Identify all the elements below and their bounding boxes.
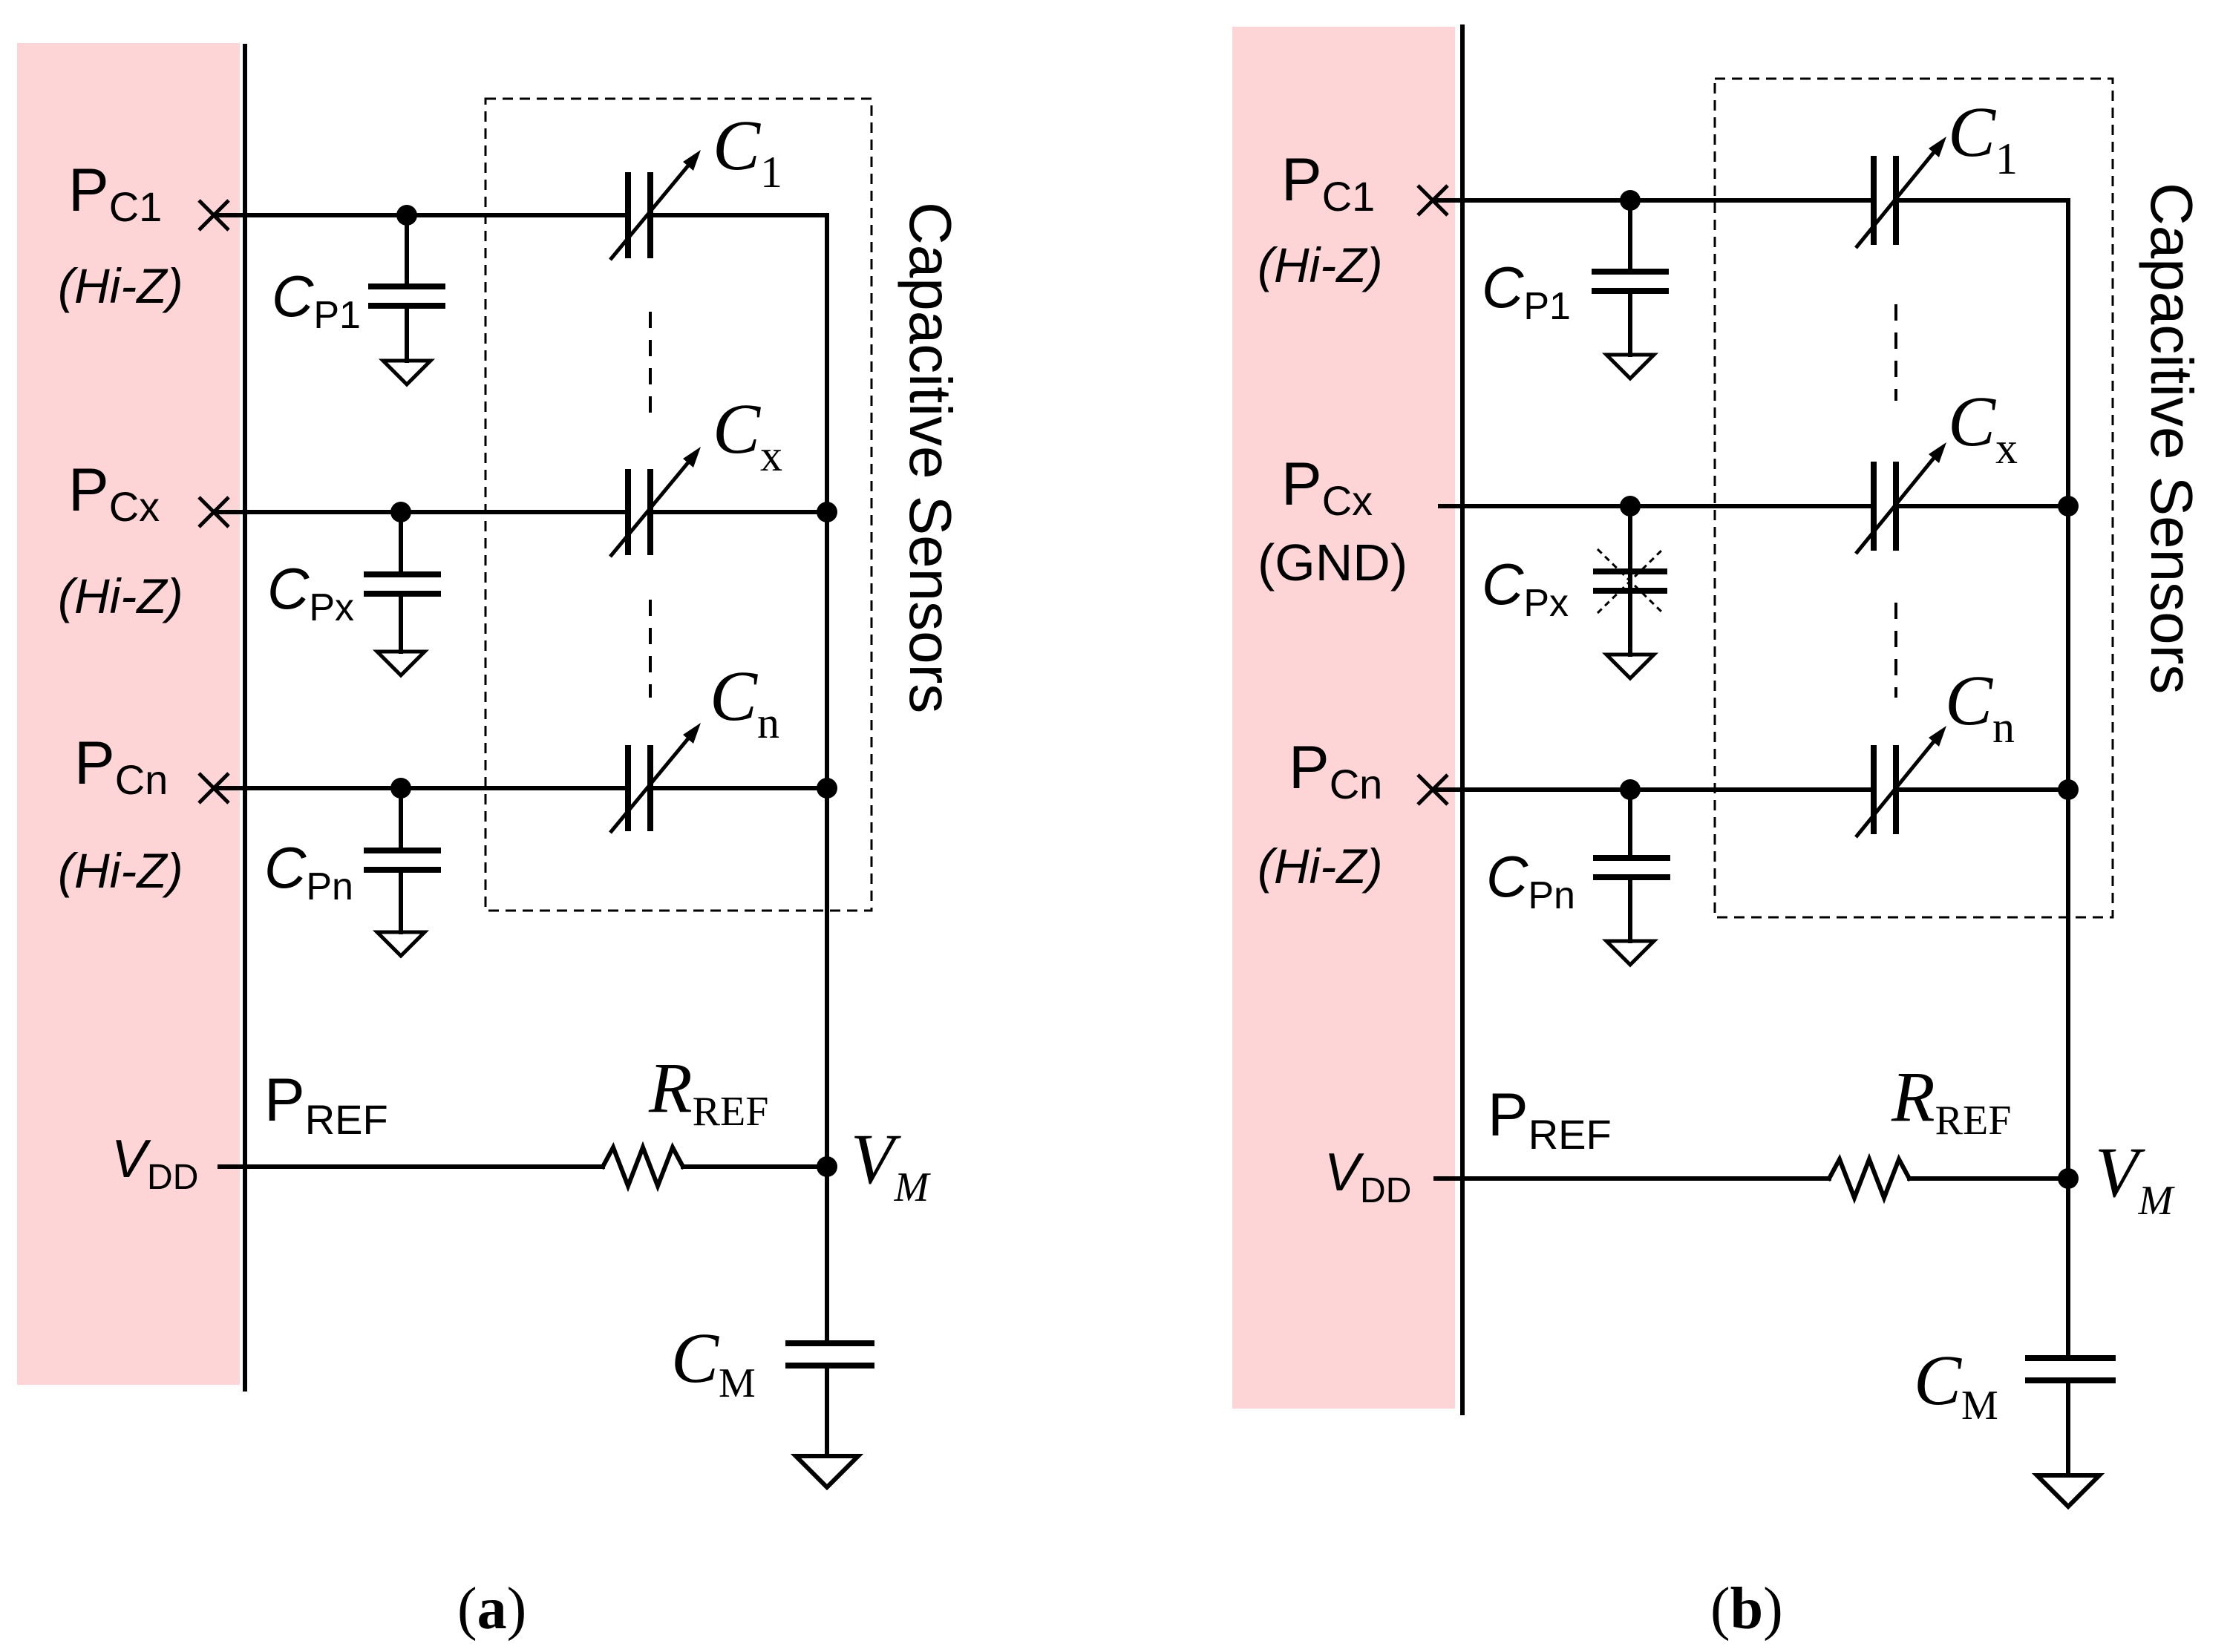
cm-label-b: CM — [1914, 1340, 1998, 1429]
variable-capacitor-icon — [1854, 726, 1946, 839]
parasitic-label-p1-b: CP1 — [1482, 255, 1571, 328]
capacitor-icon — [368, 213, 445, 363]
cm-label-a: CM — [671, 1318, 756, 1406]
ground-icon — [1601, 353, 1659, 381]
pin-state-cx-b: (GND) — [1258, 534, 1407, 591]
capacitor-icon — [1592, 198, 1669, 357]
row-cx-b: PCx (GND) CPx Cx — [1258, 381, 2079, 681]
caption-a: (a) — [457, 1576, 526, 1642]
sensor-label-c1-a: C1 — [713, 105, 782, 197]
row-cn-a: PCn (Hi-Z) CPn Cn — [58, 656, 837, 959]
pin-state-cn-b: (Hi-Z) — [1258, 839, 1383, 894]
variable-capacitor-icon — [609, 150, 701, 261]
reference-branch-a: PREF VDD RREF VM CM — [111, 1048, 932, 1491]
resistor-icon — [1825, 1153, 1913, 1204]
sensor-label-cn-a: Cn — [710, 656, 779, 747]
row-c1-a: PC1 (Hi-Z) CP1 C1 — [58, 105, 829, 1169]
row-cn-b: PCn (Hi-Z) CPn Cn — [1258, 661, 2079, 968]
capacitor-icon — [364, 510, 441, 654]
sensor-label-cn-b: Cn — [1945, 661, 2015, 752]
pin-label-cx-b: PCx — [1281, 450, 1373, 524]
ground-icon — [372, 930, 430, 959]
row-c1-b: PC1 (Hi-Z) CP1 C1 — [1258, 92, 2070, 1357]
vdd-label-a: VDD — [111, 1130, 198, 1197]
rref-label-a: RREF — [648, 1048, 768, 1135]
ground-icon — [790, 1454, 864, 1491]
panel-b: Capacitive Sensors — [1232, 24, 2205, 1642]
pin-state-cx-a: (Hi-Z) — [58, 568, 183, 623]
ground-icon — [2031, 1473, 2105, 1510]
ground-icon — [1601, 652, 1659, 681]
pref-label-a: PREF — [264, 1066, 388, 1143]
parasitic-label-px-a: CPx — [267, 556, 354, 629]
chip-region-a — [17, 43, 240, 1385]
sensor-box-label-b: Capacitive Sensors — [2139, 183, 2205, 694]
chip-region-b — [1232, 27, 1455, 1409]
variable-capacitor-icon — [1854, 137, 1946, 249]
parasitic-label-px-b: CPx — [1482, 551, 1569, 625]
sensor-box-label-a: Capacitive Sensors — [897, 202, 964, 713]
parasitic-label-pn-a: CPn — [264, 835, 353, 908]
variable-capacitor-icon — [1854, 442, 1946, 555]
caption-b: (b) — [1710, 1576, 1783, 1642]
rref-label-b: RREF — [1891, 1057, 2011, 1144]
ground-icon — [378, 358, 436, 387]
pin-label-c1-a: PC1 — [68, 157, 162, 230]
vm-label-b: VM — [2095, 1133, 2176, 1224]
pin-label-cx-a: PCx — [68, 456, 160, 530]
capacitor-icon — [364, 786, 441, 934]
panel-a: Capacitive Sensors — [17, 43, 964, 1642]
pref-label-b: PREF — [1488, 1081, 1612, 1158]
sensor-box-a — [484, 97, 873, 912]
variable-capacitor-icon — [609, 723, 701, 834]
variable-capacitor-icon — [609, 447, 701, 558]
capacitor-icon — [785, 1340, 874, 1458]
reference-branch-b: PREF VDD RREF VM CM — [1324, 1057, 2176, 1510]
parasitic-label-p1-a: CP1 — [272, 263, 361, 337]
pin-label-cn-a: PCn — [74, 730, 168, 803]
ground-icon — [372, 649, 430, 678]
parasitic-label-pn-b: CPn — [1486, 844, 1575, 917]
row-cx-a: PCx (Hi-Z) CPx Cx — [58, 389, 837, 678]
sensor-label-c1-b: C1 — [1948, 92, 2018, 183]
capacitor-icon — [2025, 1355, 2116, 1478]
pin-state-c1-a: (Hi-Z) — [58, 258, 183, 313]
resistor-icon — [599, 1141, 687, 1193]
pin-label-c1-b: PC1 — [1281, 146, 1375, 220]
sensor-label-cx-b: Cx — [1948, 381, 2018, 473]
pin-state-c1-b: (Hi-Z) — [1258, 237, 1383, 292]
vm-label-a: VM — [851, 1119, 932, 1210]
sensor-box-b — [1713, 77, 2114, 919]
vdd-label-b: VDD — [1324, 1143, 1411, 1210]
pin-label-cn-b: PCn — [1289, 734, 1382, 807]
ground-icon — [1601, 939, 1659, 968]
sensor-label-cx-a: Cx — [713, 389, 782, 480]
pin-state-cn-a: (Hi-Z) — [58, 843, 183, 898]
capacitor-icon — [1593, 787, 1670, 943]
shorted-capacitor-icon — [1593, 504, 1667, 657]
